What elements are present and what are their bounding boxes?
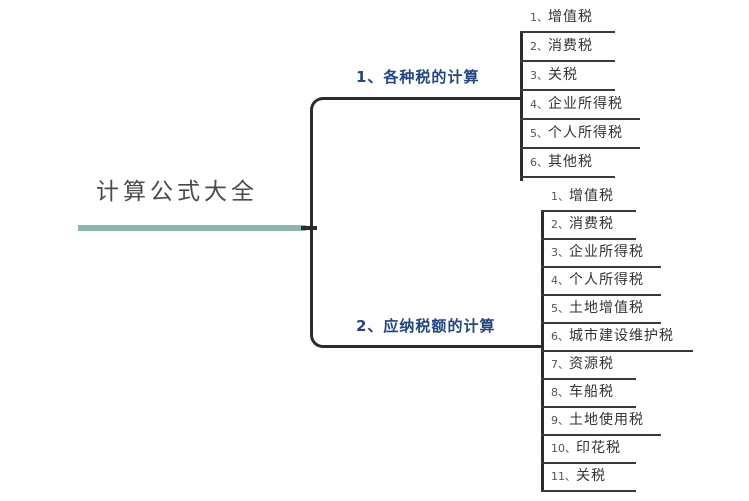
leaf-item-number: 4、 — [551, 274, 569, 287]
leaf-item[interactable]: 1、增值税 — [520, 4, 615, 33]
leaf-item[interactable]: 5、个人所得税 — [520, 120, 640, 149]
leaf-item-label: 车船税 — [569, 384, 614, 400]
leaf-item[interactable]: 2、消费税 — [520, 33, 615, 62]
leaf-item[interactable]: 11、关税 — [541, 464, 636, 492]
leaf-item-label: 城市建设维护税 — [569, 328, 674, 344]
leaf-item[interactable]: 3、关税 — [520, 62, 615, 91]
leaf-item-number: 3、 — [551, 246, 569, 259]
leaf-item-label: 关税 — [548, 67, 578, 83]
leaf-item[interactable]: 6、城市建设维护税 — [541, 324, 693, 352]
leaf-item[interactable]: 5、土地增值税 — [541, 296, 661, 324]
leaf-item-number: 1、 — [530, 11, 548, 24]
group-spine-1 — [520, 31, 523, 181]
leaf-item-number: 2、 — [530, 40, 548, 53]
leaf-item-label: 增值税 — [569, 188, 614, 204]
leaf-item[interactable]: 6、其他税 — [520, 149, 615, 178]
leaf-item-number: 3、 — [530, 69, 548, 82]
leaf-item-number: 9、 — [551, 414, 569, 427]
leaf-item[interactable]: 8、车船税 — [541, 380, 636, 408]
leaf-item-label: 印花税 — [576, 440, 621, 456]
leaf-item-number: 6、 — [530, 156, 548, 169]
leaf-item-number: 5、 — [551, 302, 569, 315]
leaf-item-number: 6、 — [551, 330, 569, 343]
leaf-item-number: 2、 — [551, 218, 569, 231]
leaf-item-label: 土地使用税 — [569, 412, 644, 428]
leaf-item-label: 消费税 — [569, 216, 614, 232]
leaf-item[interactable]: 7、资源税 — [541, 352, 636, 380]
leaf-item-number: 4、 — [530, 98, 548, 111]
leaf-item[interactable]: 3、企业所得税 — [541, 240, 661, 268]
leaf-item[interactable]: 4、个人所得税 — [541, 268, 661, 296]
leaf-item[interactable]: 9、土地使用税 — [541, 408, 661, 436]
leaf-item-label: 个人所得税 — [548, 125, 623, 141]
leaf-item-label: 关税 — [576, 468, 606, 484]
leaf-item-number: 8、 — [551, 386, 569, 399]
root-connector-stub — [301, 226, 317, 230]
leaf-item[interactable]: 10、印花税 — [541, 436, 636, 464]
root-node-label: 计算公式大全 — [96, 179, 258, 205]
leaf-item-number: 5、 — [530, 127, 548, 140]
leaf-item-number: 7、 — [551, 358, 569, 371]
leaf-item-number: 11、 — [551, 470, 576, 483]
spine-mask-bottom — [543, 341, 603, 351]
leaf-item-label: 其他税 — [548, 154, 593, 170]
leaf-item-label: 企业所得税 — [548, 96, 623, 112]
leaf-item[interactable]: 4、企业所得税 — [520, 91, 640, 120]
spine-mask-top — [522, 92, 592, 102]
leaf-item-label: 土地增值税 — [569, 300, 644, 316]
branch-label-2[interactable]: 2、应纳税额的计算 — [356, 317, 496, 335]
leaf-item-label: 资源税 — [569, 356, 614, 372]
leaf-item-label: 增值税 — [548, 9, 593, 25]
leaf-item-number: 1、 — [551, 190, 569, 203]
branch-label-1[interactable]: 1、各种税的计算 — [356, 68, 480, 86]
root-connector-line — [78, 225, 306, 231]
leaf-item-label: 企业所得税 — [569, 244, 644, 260]
leaf-item-number: 10、 — [551, 442, 576, 455]
leaf-item-label: 消费税 — [548, 38, 593, 54]
leaf-item[interactable]: 2、消费税 — [541, 212, 636, 240]
leaf-item[interactable]: 1、增值税 — [541, 184, 636, 212]
leaf-item-label: 个人所得税 — [569, 272, 644, 288]
